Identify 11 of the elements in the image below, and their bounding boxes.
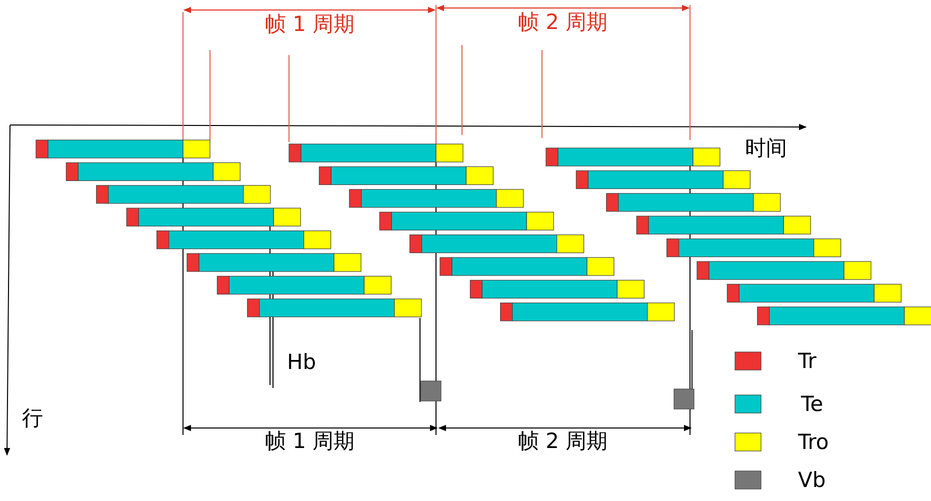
legend-label: Tro (798, 432, 829, 453)
frame-period-label: 帧 1 周期 (265, 431, 355, 452)
axis-label: 时间 (745, 138, 787, 159)
interval-label: Hb (287, 352, 316, 373)
legend-label: Te (801, 394, 824, 415)
frame-period-label: 帧 1 周期 (265, 14, 355, 35)
frame-period-label: 帧 2 周期 (518, 431, 608, 452)
legend-label: Vb (798, 470, 826, 491)
legend-label: Tr (798, 351, 816, 372)
frame-period-label: 帧 2 周期 (518, 12, 608, 33)
axis-label: 行 (22, 408, 43, 429)
